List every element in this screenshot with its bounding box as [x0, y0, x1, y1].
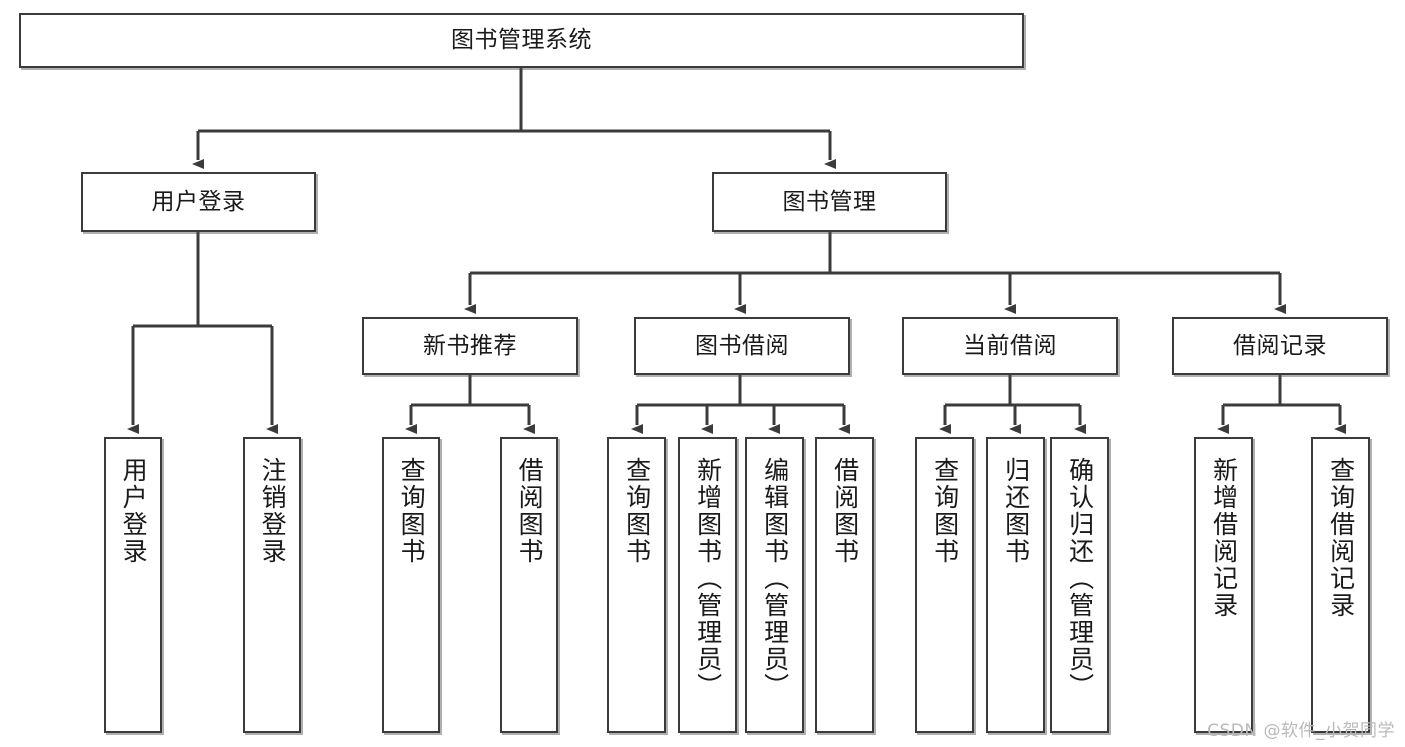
leaf-current-query[interactable]: 查询图书: [915, 437, 974, 733]
node-book-management-label: 图书管理: [782, 188, 877, 215]
node-book-borrow[interactable]: 图书借阅: [634, 317, 850, 375]
leaf-newbooks-query-label: 查询图书: [397, 457, 427, 565]
node-user-login[interactable]: 用户登录: [81, 172, 316, 232]
leaf-newbooks-borrow[interactable]: 借阅图书: [500, 437, 558, 733]
leaf-records-add[interactable]: 新增借阅记录: [1194, 437, 1253, 733]
node-current-borrow-label: 当前借阅: [963, 332, 1057, 359]
node-book-management[interactable]: 图书管理: [712, 172, 947, 232]
node-root[interactable]: 图书管理系统: [19, 13, 1024, 68]
leaf-records-add-label: 新增借阅记录: [1209, 457, 1239, 619]
leaf-current-confirm-return[interactable]: 确认归还（管理员）: [1050, 437, 1109, 733]
node-root-label: 图书管理系统: [451, 27, 592, 54]
leaf-current-return[interactable]: 归还图书: [986, 437, 1045, 733]
leaf-user-login[interactable]: 用户登录: [104, 437, 162, 733]
leaf-borrow-borrow-book-label: 借阅图书: [830, 457, 860, 565]
leaf-borrow-borrow-book[interactable]: 借阅图书: [815, 437, 874, 733]
leaf-current-confirm-return-label: 确认归还（管理员）: [1065, 457, 1095, 700]
node-current-borrow[interactable]: 当前借阅: [902, 317, 1118, 375]
leaf-newbooks-query[interactable]: 查询图书: [382, 437, 440, 733]
leaf-current-query-label: 查询图书: [930, 457, 960, 565]
node-new-book-recommend-label: 新书推荐: [423, 332, 517, 359]
leaf-records-query[interactable]: 查询借阅记录: [1311, 437, 1370, 733]
leaf-user-logout[interactable]: 注销登录: [243, 437, 301, 733]
leaf-borrow-edit-book[interactable]: 编辑图书（管理员）: [745, 437, 804, 733]
node-borrow-records-label: 借阅记录: [1233, 332, 1327, 359]
leaf-borrow-add-book[interactable]: 新增图书（管理员）: [678, 437, 737, 733]
leaf-borrow-add-book-label: 新增图书（管理员）: [693, 457, 723, 700]
node-borrow-records[interactable]: 借阅记录: [1172, 317, 1388, 375]
leaf-borrow-edit-book-label: 编辑图书（管理员）: [760, 457, 790, 700]
leaf-newbooks-borrow-label: 借阅图书: [515, 457, 545, 565]
node-new-book-recommend[interactable]: 新书推荐: [362, 317, 578, 375]
leaf-user-login-label: 用户登录: [119, 457, 149, 565]
leaf-current-return-label: 归还图书: [1001, 457, 1031, 565]
node-book-borrow-label: 图书借阅: [695, 332, 789, 359]
node-user-login-label: 用户登录: [151, 188, 246, 215]
leaf-borrow-query[interactable]: 查询图书: [607, 437, 666, 733]
watermark: CSDN @软件_小贺同学: [1207, 721, 1395, 741]
leaf-user-logout-label: 注销登录: [258, 457, 288, 565]
leaf-borrow-query-label: 查询图书: [622, 457, 652, 565]
leaf-records-query-label: 查询借阅记录: [1326, 457, 1356, 619]
